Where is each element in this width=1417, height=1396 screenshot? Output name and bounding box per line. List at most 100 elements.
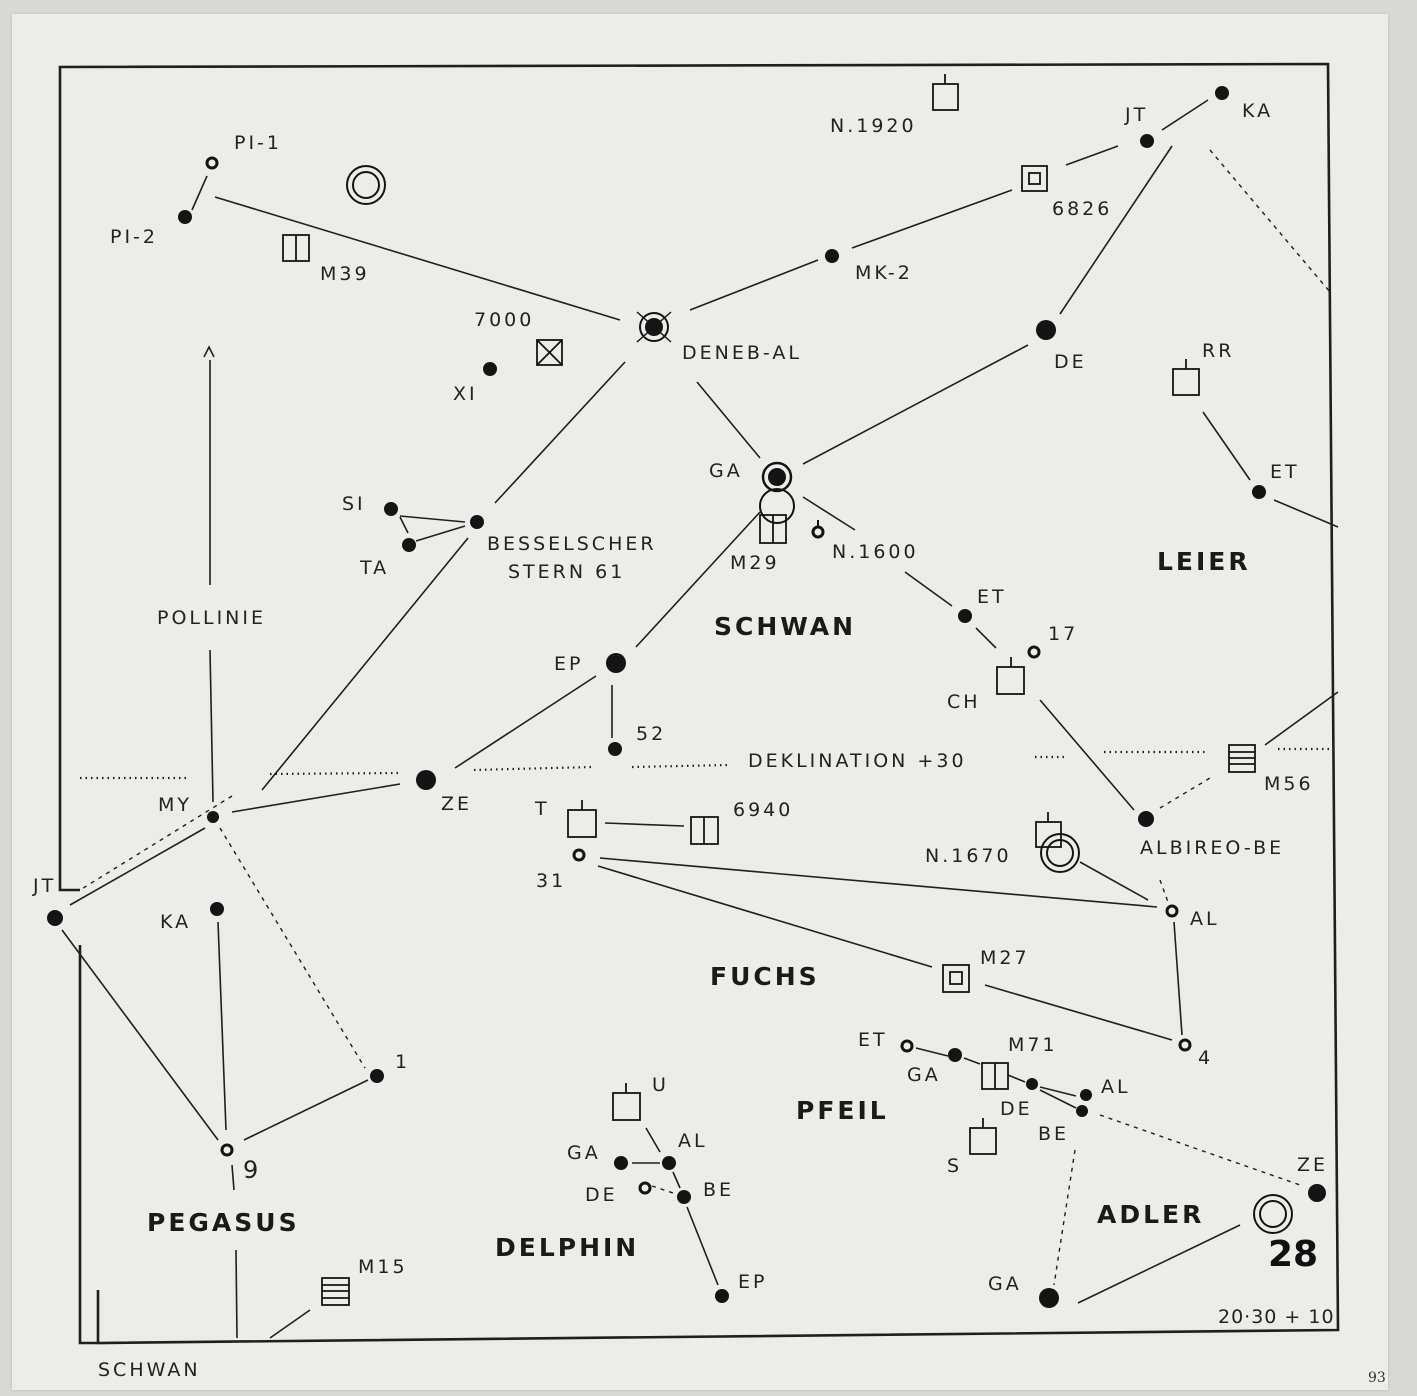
label-ga-delph: GA: [567, 1142, 601, 1164]
label-albireo: ALBIREO-BE: [1140, 837, 1284, 859]
label-ga-pfeil: GA: [907, 1064, 941, 1086]
star-de-delph: [638, 1181, 652, 1195]
open-stars: [205, 156, 1192, 1195]
constellation-lines: [61, 99, 1339, 1339]
symbol-u: [612, 1083, 641, 1121]
label-52: 52: [636, 723, 666, 745]
label-n1920: N.1920: [830, 115, 917, 137]
symbol-m15: [321, 1277, 350, 1306]
label-n1670: N.1670: [925, 845, 1012, 867]
label-et-pfeil: ET: [858, 1029, 888, 1051]
name-schwan: SCHWAN: [714, 612, 856, 641]
star-pi1: [205, 156, 219, 170]
pollinie-arrow: [203, 345, 215, 358]
star-4: [1178, 1038, 1192, 1052]
label-be-delph: BE: [703, 1179, 734, 1201]
label-4: 4: [1198, 1047, 1213, 1069]
star-be-delph: [677, 1190, 691, 1204]
star-al-pfeil: [1080, 1089, 1092, 1101]
star-ze-adler: [1308, 1184, 1326, 1202]
star-et-leier: [1252, 485, 1266, 499]
label-jt-left: JT: [32, 875, 56, 897]
label-6940: 6940: [733, 799, 793, 821]
deneb-symbol: [636, 311, 672, 343]
label-bessel2: STERN 61: [508, 561, 625, 583]
footer-title: SCHWAN: [98, 1359, 201, 1381]
star-ep-mid: [606, 653, 626, 673]
label-ze-mid: ZE: [441, 793, 472, 815]
deep-sky-symbols: [282, 74, 1256, 1306]
gamma-cygni-symbol: [759, 461, 795, 524]
label-ch: CH: [947, 691, 981, 713]
label-pi1: PI-1: [234, 132, 282, 154]
label-t: T: [534, 798, 550, 820]
label-bessel1: BESSELSCHER: [487, 533, 657, 555]
star-albireo: [1138, 811, 1154, 827]
ring-adler: [1253, 1194, 1293, 1234]
label-pollinie: POLLINIE: [157, 607, 266, 629]
symbol-m39: [282, 234, 310, 262]
label-si: SI: [342, 493, 366, 515]
symbol-6940: [690, 816, 719, 845]
name-adler: ADLER: [1097, 1200, 1204, 1229]
chart-number: 28: [1268, 1234, 1318, 1275]
star-ga-adler: [1039, 1288, 1059, 1308]
label-et-mid: ET: [977, 586, 1007, 608]
symbol-rr: [1172, 359, 1200, 396]
star-de-pfeil: [1026, 1078, 1038, 1090]
name-pegasus: PEGASUS: [147, 1208, 300, 1237]
name-delphin: DELPHIN: [495, 1233, 639, 1262]
star-17: [1027, 645, 1041, 659]
name-fuchs: FUCHS: [710, 962, 820, 991]
star-jt-top: [1140, 134, 1154, 148]
label-m29: M29: [730, 552, 780, 574]
label-al-pfeil: AL: [1101, 1076, 1131, 1098]
time-note: 20·30 + 10: [1218, 1306, 1335, 1328]
label-ep-delph: EP: [738, 1271, 767, 1293]
symbol-m71: [981, 1062, 1009, 1090]
label-1: 1: [395, 1051, 410, 1073]
star-mk2: [825, 249, 839, 263]
label-ka-top: KA: [1242, 100, 1273, 122]
label-deklination: DEKLINATION +30: [748, 750, 967, 772]
filled-stars: [47, 86, 1326, 1308]
label-7000: 7000: [474, 309, 534, 331]
label-n1600: N.1600: [832, 541, 919, 563]
label-m71: M71: [1008, 1034, 1058, 1056]
star-et-mid: [958, 609, 972, 623]
star-ka-top: [1215, 86, 1229, 100]
name-pfeil: PFEIL: [796, 1096, 889, 1125]
star-52: [608, 742, 622, 756]
symbol-6826: [1021, 165, 1048, 192]
star-9: [220, 1143, 234, 1157]
planetary-ring-m39-area: [346, 165, 386, 205]
label-m27: M27: [980, 947, 1030, 969]
symbol-n1670: [1035, 812, 1062, 848]
symbol-s: [969, 1118, 997, 1155]
star-al-delph: [662, 1156, 676, 1170]
page-number: 93: [1368, 1370, 1386, 1386]
label-jt-top: JT: [1124, 104, 1148, 126]
label-xi: XI: [453, 383, 478, 405]
label-mk2: MK-2: [855, 262, 913, 284]
name-leier: LEIER: [1157, 547, 1251, 576]
book-page: PI-1 PI-2 M39 N.1920 JT KA 6826 MK-2 700…: [12, 14, 1388, 1390]
star-be-pfeil: [1076, 1105, 1088, 1117]
star-si: [384, 502, 398, 516]
label-de-pfeil: DE: [1000, 1098, 1033, 1120]
star-ta: [402, 538, 416, 552]
label-pi2: PI-2: [110, 226, 158, 248]
label-m39: M39: [320, 263, 370, 285]
star-ga-delph: [614, 1156, 628, 1170]
symbol-m29: [759, 514, 787, 544]
label-ga-top: GA: [709, 460, 743, 482]
star-1: [370, 1069, 384, 1083]
label-ze-adler: ZE: [1297, 1154, 1328, 1176]
star-ep-delph: [715, 1289, 729, 1303]
star-xi: [483, 362, 497, 376]
star-jt-left: [47, 910, 63, 926]
label-m15: M15: [358, 1256, 408, 1278]
label-6826: 6826: [1052, 198, 1112, 220]
label-et-leier: ET: [1270, 461, 1300, 483]
label-deneb: DENEB-AL: [682, 342, 802, 364]
